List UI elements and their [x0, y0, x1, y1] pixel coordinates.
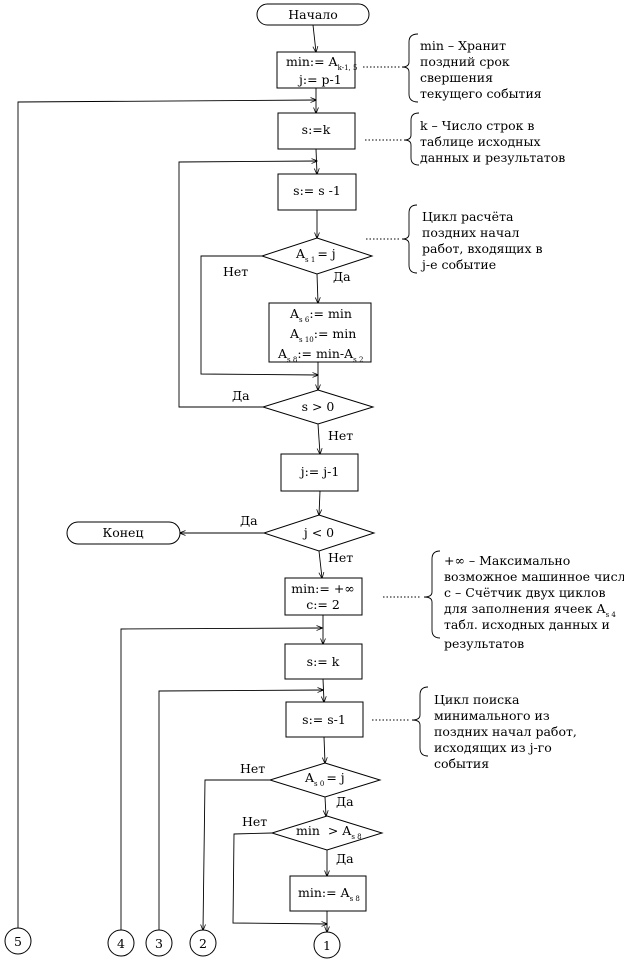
comment-1-line-3: свершения	[420, 70, 493, 85]
decision-j-lt-0-label: j < 0	[302, 525, 334, 540]
comment-5-line-4: исходящих из j-го	[434, 740, 552, 755]
comment-5-line-3: поздних начал работ,	[434, 724, 577, 739]
decision-as0-rest: = j	[326, 770, 344, 785]
comment-3-line-3: работ, входящих в	[422, 241, 543, 256]
comment-3: Цикл расчёта поздних начал работ, входящ…	[366, 204, 543, 274]
assign-min-pre: min:= A	[298, 885, 351, 900]
start-label: Начало	[288, 7, 338, 22]
comment-4-sub: s 4	[606, 611, 617, 619]
connector-4-label: 4	[117, 936, 125, 951]
decrement-j-label: j:= j-1	[299, 464, 340, 479]
assign-l2-rest: := min	[314, 326, 357, 341]
label-yes-3: Да	[240, 513, 258, 528]
label-yes-4: Да	[336, 794, 354, 809]
connector-5-label: 5	[14, 934, 22, 949]
decision-as0-sub: s 0	[314, 780, 324, 788]
comment-2-line-1: k – Число строк в	[420, 118, 534, 133]
decision-min-gt-pre: min > A	[296, 823, 352, 838]
set-s-k-label-2: s:= k	[307, 654, 340, 669]
label-no-3: Нет	[328, 550, 353, 565]
end-label: Конец	[103, 525, 144, 540]
decision-as0-base: A	[304, 770, 315, 785]
svg-text:As 0= j: As 0= j	[304, 770, 345, 788]
assign-l3-rest: := min-A	[297, 346, 354, 361]
label-yes-5: Да	[336, 851, 354, 866]
comment-4: +∞ – Максимально возможное машинное числ…	[383, 550, 624, 651]
comment-2: k – Число строк в таблице исходных данны…	[365, 112, 565, 166]
decision-as1-base: A	[295, 246, 306, 261]
assign-l2-sub: s 10	[299, 336, 314, 344]
comment-4-line-3: c – Счётчик двух циклов	[444, 585, 606, 600]
svg-text:As 8:= min-As 2: As 8:= min-As 2	[277, 346, 363, 364]
svg-text:min > As 8: min > As 8	[296, 823, 362, 841]
comment-2-line-3: данных и результатов	[420, 150, 565, 165]
comment-5-line-5: события	[434, 756, 489, 771]
flow-lines	[17, 24, 327, 932]
comment-4-line-2: возможное машинное число	[444, 569, 624, 584]
init-line2: j:= p-1	[297, 72, 342, 87]
assign-l3-sub: s 8	[287, 356, 297, 364]
connector-1-label: 1	[323, 938, 331, 953]
init-min-line1: min:= +∞	[291, 581, 354, 596]
assign-l1-rest: := min	[309, 306, 352, 321]
label-no-5: Нет	[242, 814, 267, 829]
decision-as1-sub: s 1	[305, 256, 315, 264]
comment-3-line-4: j-е событие	[420, 257, 496, 272]
label-yes-1: Да	[333, 269, 351, 284]
comment-1-line-4: текущего события	[420, 86, 542, 101]
assign-l2-base: A	[289, 326, 300, 341]
init-line1-sub: k-1, 5	[338, 64, 358, 72]
comment-4-line-1: +∞ – Максимально	[444, 553, 570, 568]
comment-5-line-2: минимального из	[434, 708, 550, 723]
comment-4-line-4: для заполнения ячеек A	[444, 601, 607, 616]
label-no-1: Нет	[223, 264, 248, 279]
assign-l1-sub: s 6	[299, 316, 310, 324]
comment-5: Цикл поиска минимального из поздних нача…	[372, 686, 577, 771]
decrement-s-label-2: s:= s-1	[302, 712, 346, 727]
comment-4-line-5: табл. исходных данных и	[444, 617, 610, 632]
svg-text:min:= Ak-1, 5: min:= Ak-1, 5	[286, 54, 357, 72]
comment-1-line-1: min – Хранит	[420, 38, 506, 53]
set-s-k-label: s:=k	[302, 122, 331, 137]
svg-text:min:= As 8: min:= As 8	[298, 885, 360, 903]
comment-4-line-6: результатов	[444, 636, 524, 651]
init-min-line2: c:= 2	[306, 597, 340, 612]
label-yes-2: Да	[232, 388, 250, 403]
comment-3-line-1: Цикл расчёта	[422, 209, 514, 224]
assign-l3-base: A	[277, 346, 288, 361]
connector-2-label: 2	[199, 936, 207, 951]
decision-as1-rest: = j	[317, 246, 335, 261]
comment-1: min – Хранит поздний срок свершения теку…	[363, 33, 542, 103]
connector-3-label: 3	[155, 936, 163, 951]
decision-min-gt-sub: s 8	[351, 833, 361, 841]
label-no-2: Нет	[328, 428, 353, 443]
comment-5-line-1: Цикл поиска	[434, 692, 520, 707]
label-no-4: Нет	[240, 761, 265, 776]
svg-text:As 1= j: As 1= j	[295, 246, 336, 264]
svg-text:As 6:= min: As 6:= min	[289, 306, 352, 324]
init-line1: min:= A	[286, 54, 339, 69]
assign-l1-base: A	[289, 306, 300, 321]
svg-text:для заполнения ячеек As 4: для заполнения ячеек As 4	[444, 601, 616, 619]
comment-1-line-2: поздний срок	[420, 54, 510, 69]
decision-s-gt-0-label: s > 0	[302, 399, 335, 414]
comment-2-line-2: таблице исходных	[420, 134, 541, 149]
decrement-s-label: s:= s -1	[293, 183, 341, 198]
assign-l3-sub2: s 2	[353, 356, 363, 364]
assign-min-sub: s 8	[350, 895, 360, 903]
decision-as0-eq-j	[268, 762, 382, 798]
comment-3-line-2: поздних начал	[422, 225, 520, 240]
svg-text:As 10:= min: As 10:= min	[289, 326, 356, 344]
